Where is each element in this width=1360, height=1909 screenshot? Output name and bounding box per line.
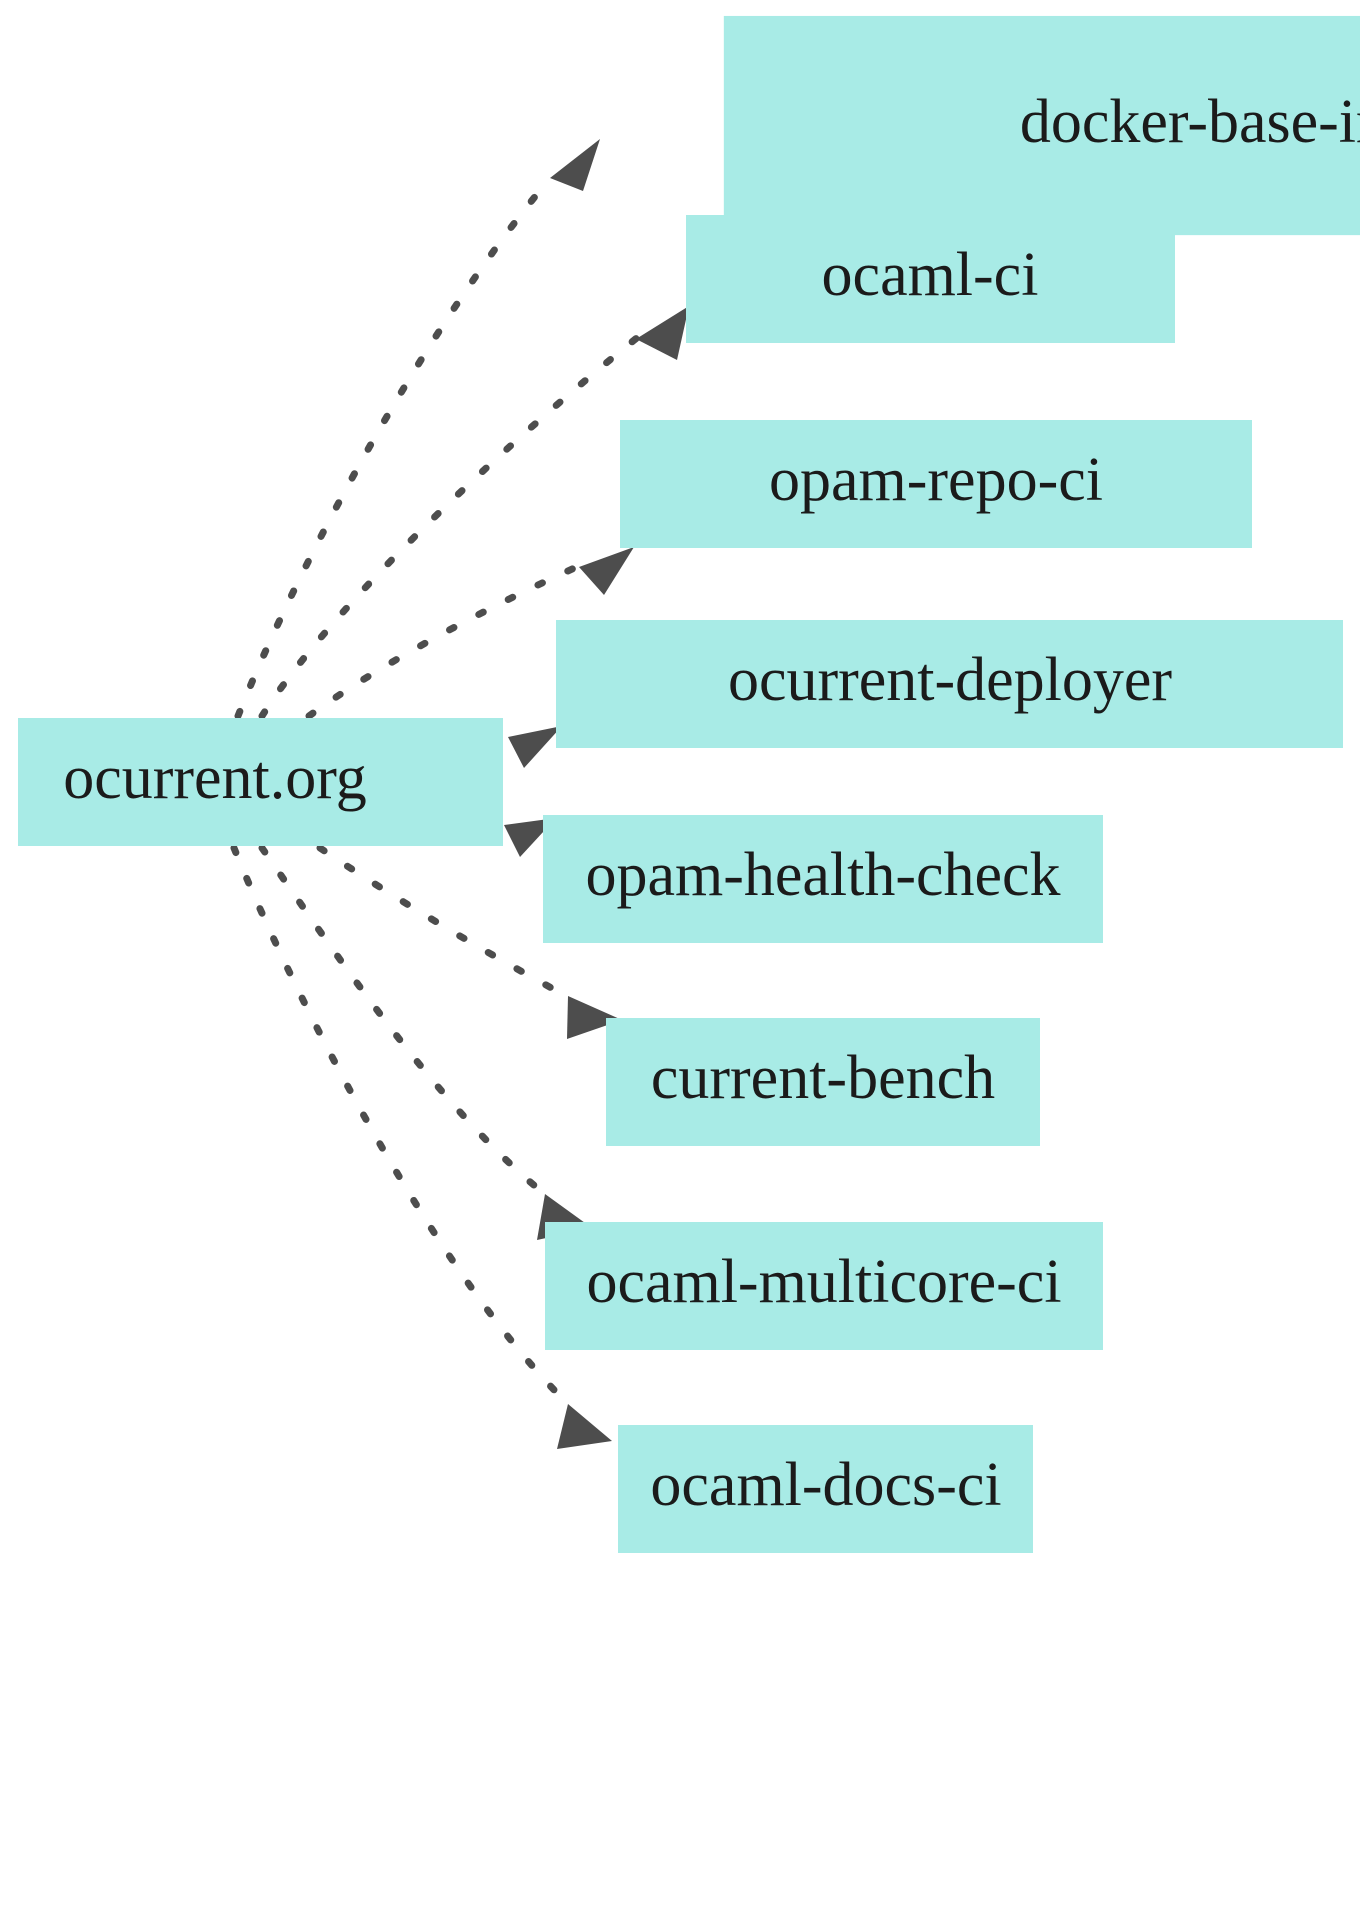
edge-ocurrent-org-to-ocaml-ci xyxy=(258,306,689,720)
node-box[interactable] xyxy=(620,420,1252,548)
nodes-layer: docker-base-image ocaml-ci opam-repo-ci … xyxy=(18,15,1360,1553)
node-ocaml-ci[interactable]: ocaml-ci xyxy=(686,215,1175,343)
node-box[interactable] xyxy=(543,815,1103,943)
edge-ocurrent-org-to-ocaml-docs-ci xyxy=(230,844,612,1449)
edge-path xyxy=(230,844,574,1410)
node-ocurrent-org[interactable]: ocurrent.org xyxy=(18,718,503,846)
node-box[interactable] xyxy=(18,718,503,846)
edge-ocurrent-org-to-ocaml-multicore-ci xyxy=(258,844,592,1240)
edge-ocurrent-org-to-ocurrent-deployer xyxy=(414,726,562,768)
node-box[interactable] xyxy=(723,15,1360,236)
arrowhead-icon xyxy=(579,547,634,595)
node-opam-repo-ci[interactable]: opam-repo-ci xyxy=(620,420,1252,548)
node-box[interactable] xyxy=(618,1425,1033,1553)
edge-path xyxy=(258,844,551,1200)
arrowhead-icon xyxy=(567,996,622,1039)
node-label: ocaml-docs-ci xyxy=(650,1451,1001,1519)
node-label: docker-base-image xyxy=(1020,88,1360,156)
node-label: opam-repo-ci xyxy=(769,446,1103,514)
node-box[interactable] xyxy=(686,215,1175,343)
node-label: current-bench xyxy=(651,1044,995,1112)
node-ocaml-docs-ci[interactable]: ocaml-docs-ci xyxy=(618,1425,1033,1553)
node-opam-health-check[interactable]: opam-health-check xyxy=(543,815,1103,943)
arrowhead-icon xyxy=(508,726,562,768)
node-label: ocaml-ci xyxy=(822,241,1039,309)
arrowhead-icon xyxy=(636,306,689,360)
arrowhead-icon xyxy=(557,1404,612,1449)
node-ocaml-multicore-ci[interactable]: ocaml-multicore-ci xyxy=(545,1222,1103,1350)
edge-path xyxy=(234,172,556,720)
node-box[interactable] xyxy=(545,1222,1103,1350)
node-ocurrent-deployer[interactable]: ocurrent-deployer xyxy=(556,620,1343,748)
edge-ocurrent-org-to-docker-base-image xyxy=(234,139,600,720)
edge-path xyxy=(305,561,585,720)
node-label: ocaml-multicore-ci xyxy=(586,1248,1061,1316)
node-label: ocurrent-deployer xyxy=(728,646,1172,714)
edge-ocurrent-org-to-current-bench xyxy=(316,844,622,1039)
edges-layer xyxy=(230,139,689,1449)
edge-ocurrent-org-to-opam-repo-ci xyxy=(305,547,634,720)
arrowhead-icon xyxy=(550,139,600,191)
node-docker-base-image[interactable]: docker-base-image xyxy=(723,15,1360,236)
node-box[interactable] xyxy=(606,1018,1040,1146)
node-label: ocurrent.org xyxy=(63,744,367,812)
node-current-bench[interactable]: current-bench xyxy=(606,1018,1040,1146)
edge-path xyxy=(316,844,574,1002)
edge-path xyxy=(258,333,642,720)
node-label: opam-health-check xyxy=(585,841,1060,909)
node-box[interactable] xyxy=(556,620,1343,748)
